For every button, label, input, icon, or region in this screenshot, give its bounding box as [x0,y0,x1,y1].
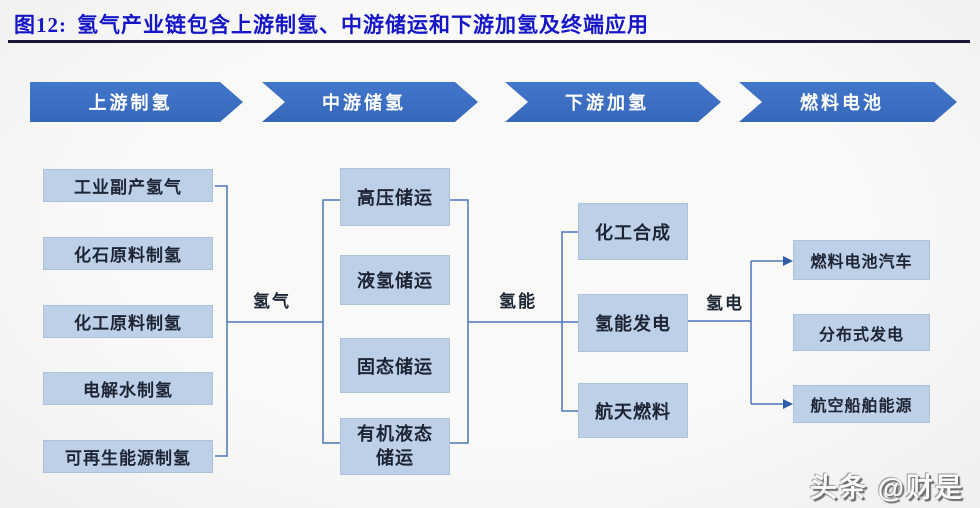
item-box-liquid-h2-storage: 液氢储运 [340,255,450,305]
stage-header-upstream: 上游制氢 [30,82,243,122]
flow-label-hydrogen-energy: 氢能 [499,292,537,311]
stage-header-fuelcell: 燃料电池 [739,82,957,122]
stage-header-label: 燃料电池 [800,93,884,113]
item-box-distributed-generation: 分布式发电 [793,314,930,351]
arrowhead-icon [783,256,793,409]
flow-label-hydrogen-electricity: 氢电 [706,294,744,313]
figure-title: 图12: 氢气产业链包含上游制氢、中游储运和下游加氢及终端应用 [14,9,964,39]
item-box-industrial-byproduct-h2: 工业副产氢气 [43,169,213,202]
item-box-organic-liquid-storage: 有机液态储运 [340,418,450,475]
stage-header-label: 中游储氢 [322,93,406,113]
stage-header-label: 上游制氢 [88,93,173,113]
stage-header-downstream: 下游加氢 [505,82,721,122]
flow-label-hydrogen-gas: 氢气 [253,292,291,311]
item-box-high-pressure-storage: 高压储运 [340,168,450,226]
title-underline [8,40,970,43]
stage-header-midstream: 中游储氢 [262,82,478,122]
item-box-chemical-feedstock-h2: 化工原料制氢 [43,305,213,338]
figure-number: 图12: [14,13,67,37]
item-box-aviation-ship-energy: 航空船舶能源 [793,385,930,423]
item-box-solid-state-storage: 固态储运 [340,338,450,393]
item-box-aerospace-fuel: 航天燃料 [578,383,688,438]
item-box-fossil-feedstock-h2: 化石原料制氢 [43,237,213,270]
item-box-chemical-synthesis: 化工合成 [578,203,688,260]
figure-title-text: 氢气产业链包含上游制氢、中游储运和下游加氢及终端应用 [77,13,649,37]
item-box-renewable-h2: 可再生能源制氢 [43,440,213,473]
item-box-fuel-cell-vehicles: 燃料电池汽车 [793,240,930,280]
stage-header-label: 下游加氢 [565,93,649,113]
item-box-hydrogen-power-generation: 氢能发电 [578,294,688,352]
watermark: 头条 @财是 [810,473,964,503]
item-box-electrolysis-h2: 电解水制氢 [43,372,213,405]
